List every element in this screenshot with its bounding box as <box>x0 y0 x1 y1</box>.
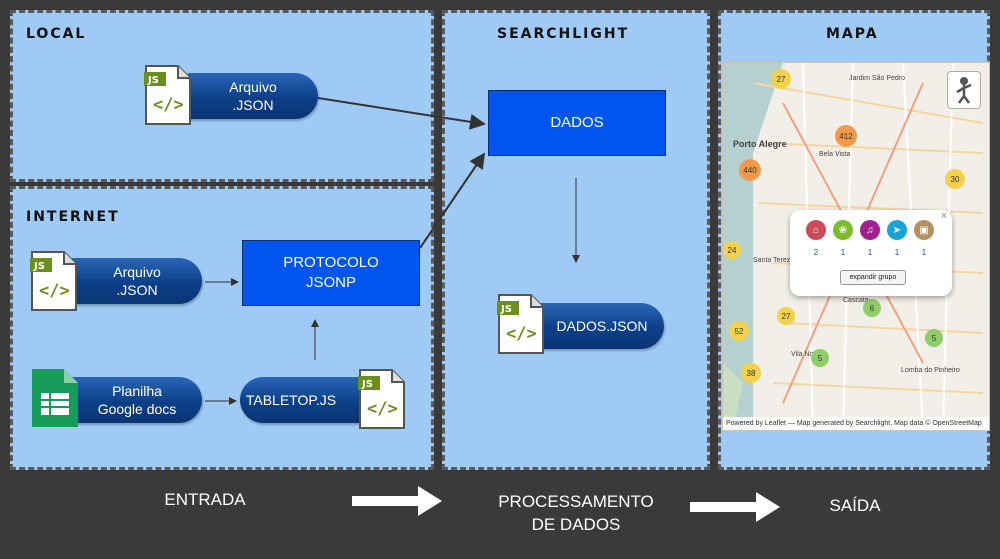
stage-arrow-2 <box>690 492 780 522</box>
processamento-line1: PROCESSAMENTO <box>498 492 654 511</box>
map-cluster[interactable]: 27 <box>771 69 791 89</box>
map-cluster[interactable]: 27 <box>777 307 795 325</box>
popup-close-icon[interactable]: × <box>940 210 947 222</box>
js-file-icon: JS </> <box>144 65 191 125</box>
map-cluster[interactable]: 52 <box>729 321 749 341</box>
local-title: LOCAL <box>26 26 87 42</box>
museum-icon: ⌂ <box>806 220 826 240</box>
protocolo-jsonp-box: PROTOCOLO JSONP <box>242 240 420 306</box>
local-json-line1: Arquivo <box>229 79 277 95</box>
local-json-node: Arquivo .JSON <box>188 73 318 119</box>
map-cluster[interactable]: 5 <box>925 329 943 347</box>
searchlight-title: SEARCHLIGHT <box>497 26 630 42</box>
map-place-label: Cascata <box>843 297 869 304</box>
svg-text:</>: </> <box>506 324 537 344</box>
popup-count: 1 <box>894 248 900 257</box>
map-cluster[interactable]: 5 <box>811 349 829 367</box>
map-cluster[interactable]: 412 <box>835 125 857 147</box>
svg-text:JS: JS <box>33 261 45 272</box>
pegman-icon <box>956 77 972 104</box>
svg-text:JS: JS <box>361 379 373 390</box>
cluster-popup: × ⌂ ❀ ♫ ➤ ▣ 2 1 1 1 1 expandir grupo <box>790 210 952 296</box>
svg-text:</>: </> <box>39 281 70 301</box>
expand-group-button[interactable]: expandir grupo <box>840 270 906 285</box>
stage-arrow-1 <box>352 486 442 516</box>
google-sheets-icon <box>32 369 78 427</box>
planilha-node: Planilha Google docs <box>72 377 202 423</box>
popup-count: 2 <box>813 248 819 257</box>
ticket-icon: ▣ <box>914 220 934 240</box>
arrow-local-to-dados <box>317 97 486 130</box>
popup-count: 1 <box>840 248 846 257</box>
internet-json-line1: Arquivo <box>113 264 161 280</box>
map-place-label: Santa Tereza <box>753 257 795 264</box>
arrow-protocolo-to-dados <box>419 152 486 249</box>
popup-count: 1 <box>867 248 873 257</box>
dados-json-node: DADOS.JSON <box>540 303 664 349</box>
map-control-button[interactable] <box>947 71 981 109</box>
map-cluster[interactable]: 38 <box>741 363 761 383</box>
local-json-line2: .JSON <box>232 97 274 113</box>
svg-text:JS: JS <box>500 304 512 315</box>
dados-label: DADOS <box>550 114 604 131</box>
planilha-line2: Google docs <box>97 401 177 417</box>
svg-text:JS: JS <box>147 75 159 86</box>
map-place-label: Jardim São Pedro <box>849 75 906 82</box>
dados-box: DADOS <box>488 90 666 156</box>
processamento-line2: DE DADOS <box>531 515 621 534</box>
map-place-label: Lomba do Pinheiro <box>901 367 960 374</box>
protocolo-line2: JSONP <box>305 274 356 291</box>
map-place-label: Bela Vista <box>819 151 851 158</box>
music-icon: ♫ <box>860 220 880 240</box>
mapa-title: MAPA <box>826 26 879 42</box>
js-file-icon: JS </> <box>358 369 405 429</box>
planilha-line1: Planilha <box>112 383 162 399</box>
map-place-label: Vila Nova <box>791 351 821 358</box>
tabletop-label: TABLETOP.JS <box>245 392 337 408</box>
svg-text:</>: </> <box>367 399 398 419</box>
internet-json-node: Arquivo .JSON <box>72 258 202 304</box>
map-attribution: Powered by Leaflet — Map generated by Se… <box>723 417 989 430</box>
js-file-icon: JS </> <box>497 294 544 354</box>
stage-saida: SAÍDA <box>829 496 881 515</box>
js-file-icon: JS </> <box>30 251 77 311</box>
map-place-label: Porto Alegre <box>733 139 787 149</box>
svg-text:</>: </> <box>153 95 184 115</box>
map-cluster[interactable]: 30 <box>945 169 965 189</box>
protocolo-line1: PROTOCOLO <box>283 254 379 271</box>
internet-json-line2: .JSON <box>116 282 158 298</box>
map-cluster[interactable]: 440 <box>739 159 761 181</box>
stage-entrada: ENTRADA <box>164 490 246 509</box>
stage-processamento: PROCESSAMENTO DE DADOS <box>486 490 666 536</box>
leaf-icon: ❀ <box>833 220 853 240</box>
map-cluster[interactable]: 24 <box>723 241 741 259</box>
runner-icon: ➤ <box>887 220 907 240</box>
map-cluster[interactable]: 6 <box>863 299 881 317</box>
internet-title: INTERNET <box>26 209 120 225</box>
popup-count: 1 <box>921 248 927 257</box>
dados-json-label: DADOS.JSON <box>556 318 648 334</box>
tabletop-node: TABLETOP.JS <box>240 377 370 423</box>
